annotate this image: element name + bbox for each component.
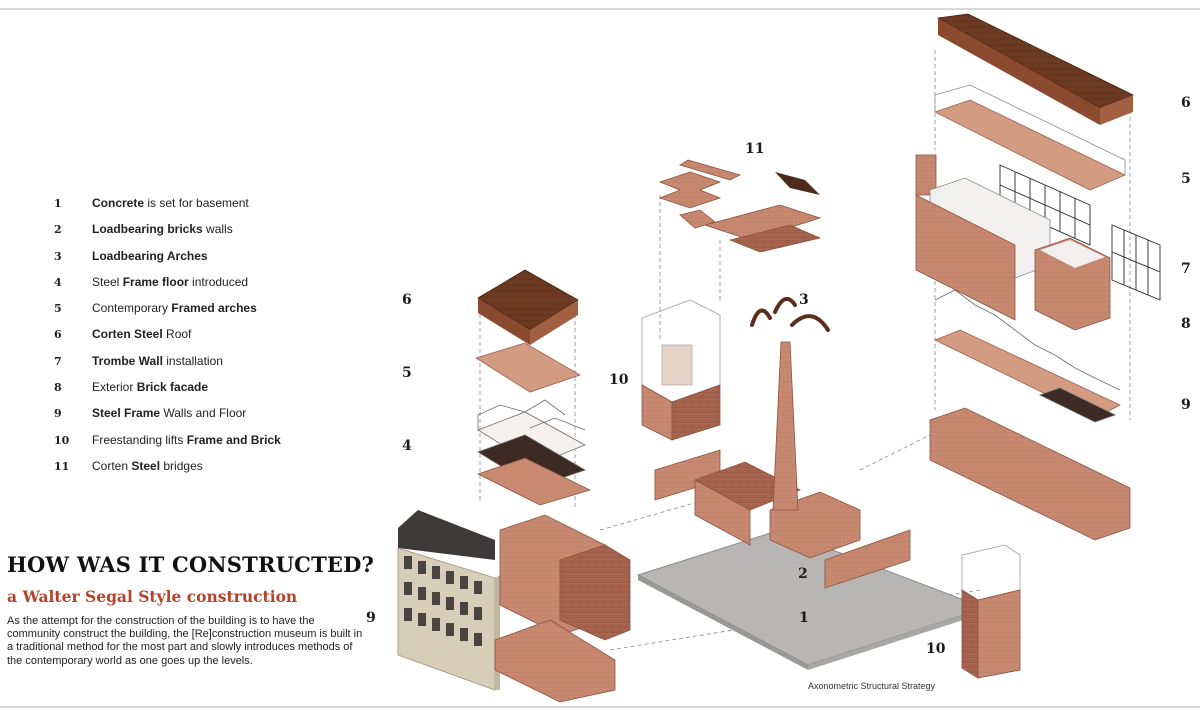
legend-text: Concrete is set for basement xyxy=(92,196,249,210)
label-roof-left: 6 xyxy=(402,292,412,308)
legend-number: 7 xyxy=(54,354,62,368)
legend-item: 8 Exterior Brick facade xyxy=(54,380,384,406)
label-bridges: 11 xyxy=(745,141,765,157)
left-lower-brick-walls xyxy=(494,619,616,703)
legend-text-part: walls xyxy=(202,222,233,237)
right-steel-frame xyxy=(934,289,1121,423)
left-roof-module xyxy=(477,269,579,345)
legend-text-part: Roof xyxy=(162,327,192,342)
legend-item: 6 Corten Steel Roof xyxy=(54,327,384,353)
legend-text-part: Freestanding lifts xyxy=(92,432,187,447)
lower-lift-tower xyxy=(961,544,1021,679)
left-framed-arches-slab xyxy=(475,342,581,393)
legend-item: 1 Concrete is set for basement xyxy=(54,196,384,222)
label-steel-frame-right: 9 xyxy=(1181,397,1191,413)
legend-number: 8 xyxy=(54,381,62,395)
basement-slab-edge xyxy=(638,575,808,670)
legend-number: 10 xyxy=(54,433,70,447)
existing-apartment-building xyxy=(397,510,631,691)
legend-item: 3 Loadbearing Arches xyxy=(54,249,384,275)
legend-text-part: Corten xyxy=(92,458,132,473)
left-steel-floor-frame xyxy=(476,399,592,506)
label-arches-right: 5 xyxy=(1181,171,1191,187)
right-brick-walls xyxy=(929,407,1131,541)
legend-number: 9 xyxy=(54,407,62,421)
section-description: As the attempt for the construction of t… xyxy=(7,615,363,667)
legend-text-part: Concrete xyxy=(92,196,145,210)
label-walls: 2 xyxy=(798,566,808,582)
basement-slab-side xyxy=(808,608,985,670)
section-heading: HOW WAS IT CONSTRUCTED? xyxy=(7,552,375,577)
legend-number: 3 xyxy=(54,249,62,263)
label-roof-right: 6 xyxy=(1181,95,1191,111)
legend-text: Loadbearing bricks walls xyxy=(92,222,233,236)
label-floor-left: 4 xyxy=(402,438,412,454)
legend-text: Steel Frame floor introduced xyxy=(92,275,248,289)
legend-text-part: bridges xyxy=(160,458,203,473)
brick-chimney xyxy=(772,341,799,511)
legend-text-part: Exterior xyxy=(92,380,137,395)
legend-text: Trombe Wall installation xyxy=(92,354,223,368)
legend-text-part: Steel Frame xyxy=(92,406,161,421)
top-border xyxy=(0,8,1200,10)
legend-number: 2 xyxy=(54,223,62,237)
legend-number: 5 xyxy=(54,302,62,316)
right-roof-module xyxy=(936,13,1134,125)
legend-text-part: Loadbearing Arches xyxy=(92,248,208,263)
legend-number: 4 xyxy=(54,275,62,289)
legend-text: Exterior Brick facade xyxy=(92,380,208,394)
label-arches-left: 5 xyxy=(402,365,412,381)
legend-text: Corten Steel bridges xyxy=(92,459,203,473)
legend-number: 6 xyxy=(54,328,62,342)
legend-text-part: Trombe Wall xyxy=(92,353,163,368)
legend-text-part: installation xyxy=(162,353,223,368)
legend-text-part: Brick facade xyxy=(136,380,209,395)
legend-text-part: Loadbearing bricks xyxy=(92,222,203,237)
section-subheading: a Walter Segal Style construction xyxy=(7,587,298,606)
right-brick-facade xyxy=(915,154,1111,331)
corten-steel-bridges xyxy=(658,159,822,253)
label-lift-left: 10 xyxy=(609,372,629,388)
legend-text: Contemporary Framed arches xyxy=(92,301,257,315)
legend-text-part: Frame floor xyxy=(122,274,189,289)
label-basement: 1 xyxy=(799,610,809,626)
legend-item: 9 Steel Frame Walls and Floor xyxy=(54,406,384,432)
legend-text-part: Steel xyxy=(131,458,161,473)
legend-text: Corten Steel Roof xyxy=(92,327,191,341)
label-arches-center: 3 xyxy=(799,292,809,308)
center-lift-tower xyxy=(641,299,721,441)
legend-text-part: introduced xyxy=(188,274,249,289)
legend-text-part: Framed arches xyxy=(171,301,257,316)
bottom-border xyxy=(0,706,1200,708)
legend-text-part: Frame and Brick xyxy=(186,432,281,447)
label-trombe-wall: 7 xyxy=(1181,261,1191,277)
legend-item: 4 Steel Frame floor introduced xyxy=(54,275,384,301)
loadbearing-arches xyxy=(750,296,830,332)
label-steel-frame-left: 9 xyxy=(366,610,376,626)
legend-text: Steel Frame Walls and Floor xyxy=(92,406,246,420)
legend-number: 11 xyxy=(54,459,70,473)
legend-item: 5 Contemporary Framed arches xyxy=(54,301,384,327)
diagram-caption: Axonometric Structural Strategy xyxy=(808,681,936,691)
legend-item: 10 Freestanding lifts Frame and Brick xyxy=(54,433,384,459)
legend-item: 7 Trombe Wall installation xyxy=(54,354,384,380)
legend-text-part: Steel xyxy=(92,274,123,289)
legend-text-part: Walls and Floor xyxy=(160,406,247,421)
legend-text-part: Contemporary xyxy=(92,301,172,316)
legend-text-part: Corten Steel xyxy=(92,327,163,342)
legend-text: Freestanding lifts Frame and Brick xyxy=(92,433,281,447)
trombe-wall-grids xyxy=(999,164,1161,301)
label-lift-bottom: 10 xyxy=(926,641,946,657)
label-facade: 8 xyxy=(1181,316,1191,332)
legend-item: 11 Corten Steel bridges xyxy=(54,459,384,485)
legend-item: 2 Loadbearing bricks walls xyxy=(54,222,384,248)
legend-text: Loadbearing Arches xyxy=(92,249,208,263)
legend-text-part: is set for basement xyxy=(144,196,249,210)
legend-number: 1 xyxy=(54,197,62,210)
right-framed-arches xyxy=(933,84,1126,191)
